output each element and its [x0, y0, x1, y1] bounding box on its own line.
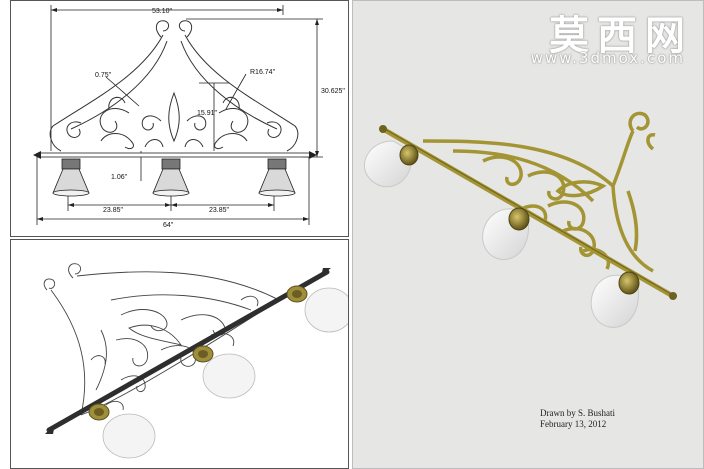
- dim-top-width: 53.10": [152, 8, 173, 15]
- credit-date: February 13, 2012: [540, 419, 607, 429]
- dim-height: 30.625": [321, 88, 345, 95]
- isometric-shades: [88, 285, 348, 459]
- front-elevation-panel: 53.10" 30.625" R16.74" 0.75" 15.91" 1.06…: [10, 0, 349, 237]
- isometric-bar: [46, 269, 330, 433]
- dim-bar-offset: 1.06": [111, 174, 128, 181]
- scrollwork-frame: [49, 20, 299, 152]
- watermark-title: 莫西网: [549, 13, 693, 59]
- isometric-drawing: [43, 263, 348, 459]
- dim-center-height: 15.91": [197, 110, 218, 117]
- watermark-url: www.3dmox.com: [530, 49, 685, 67]
- dim-right-spacing: 23.85": [209, 207, 230, 214]
- front-elevation-drawing: 53.10" 30.625" R16.74" 0.75" 15.91" 1.06…: [33, 5, 345, 229]
- credit-author: Drawn by S. Bushati: [540, 408, 615, 418]
- front-shades: [52, 158, 296, 197]
- dim-overall-length: 64": [163, 222, 174, 229]
- isometric-panel: [10, 239, 349, 469]
- brass-render: [363, 111, 677, 328]
- dim-left-spacing: 23.85": [103, 207, 124, 214]
- render-shades: [363, 140, 640, 328]
- brass-scrollwork: [422, 111, 656, 273]
- dim-scroll-width: 0.75": [95, 72, 112, 79]
- light-bar: [38, 152, 312, 158]
- dim-radius: R16.74": [250, 69, 276, 76]
- render-panel: 莫西网 www.3dmox.com Drawn by S. Bushati Fe…: [352, 0, 704, 469]
